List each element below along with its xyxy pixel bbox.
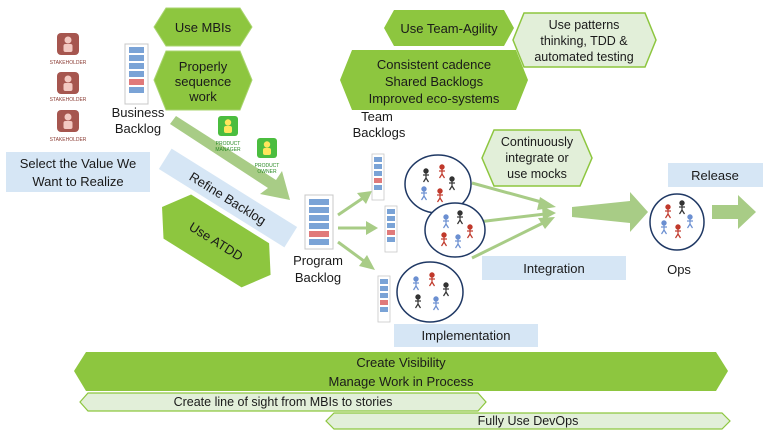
arrow-team1-to-integration	[471, 181, 546, 205]
svg-text:OWNER: OWNER	[257, 169, 277, 175]
team-backlog-stack-3	[377, 275, 391, 323]
svg-text:Properly: Properly	[179, 59, 228, 74]
svg-text:Consistent cadence: Consistent cadence	[377, 57, 491, 72]
svg-text:Fully Use DevOps: Fully Use DevOps	[478, 414, 579, 428]
svg-text:Select the Value We: Select the Value We	[20, 156, 137, 171]
svg-text:Use patterns: Use patterns	[549, 18, 620, 32]
svg-text:MANAGER: MANAGER	[215, 147, 241, 153]
svg-text:Backlogs: Backlogs	[353, 125, 406, 140]
svg-text:Release: Release	[691, 168, 739, 183]
program-backlog-stack	[304, 194, 334, 250]
team-backlog-stack-1	[371, 153, 385, 201]
arrow-program-to-team3	[337, 240, 369, 266]
stakeholder-icon	[57, 110, 79, 132]
svg-text:STAKEHOLDER: STAKEHOLDER	[50, 137, 87, 143]
team-backlog-stack-2	[384, 205, 398, 253]
svg-text:Business: Business	[112, 105, 165, 120]
svg-text:thinking, TDD &: thinking, TDD &	[540, 34, 628, 48]
svg-text:Improved eco-systems: Improved eco-systems	[369, 91, 500, 106]
svg-text:Use Team-Agility: Use Team-Agility	[400, 21, 498, 36]
arrow-integration-to-ops	[572, 192, 648, 232]
svg-text:Implementation: Implementation	[422, 328, 511, 343]
properly-sequence-work-shape: Properly sequence work	[153, 50, 253, 111]
team-backlogs-label: Team Backlogs	[353, 109, 406, 140]
use-atdd-shape: Use ATDD	[162, 194, 271, 288]
flow-arrows	[170, 116, 756, 270]
svg-text:automated testing: automated testing	[534, 50, 633, 64]
svg-text:Backlog: Backlog	[295, 270, 341, 285]
svg-text:Want to Realize: Want to Realize	[32, 174, 123, 189]
product-owner-icon	[257, 138, 277, 158]
line-of-sight-band: Create line of sight from MBIs to storie…	[79, 392, 487, 412]
svg-text:Create Visibility: Create Visibility	[356, 355, 446, 370]
stakeholder-3: STAKEHOLDER	[50, 110, 87, 143]
svg-text:Create line of sight from MBIs: Create line of sight from MBIs to storie…	[174, 395, 393, 409]
stakeholder-1: STAKEHOLDER	[50, 33, 87, 66]
svg-text:Integration: Integration	[523, 261, 584, 276]
arrow-team3-to-integration	[471, 220, 546, 260]
svg-text:PRODUCT: PRODUCT	[255, 163, 280, 169]
integration-box: Integration	[482, 256, 626, 280]
release-box: Release	[668, 163, 763, 187]
business-backlog-stack	[124, 43, 149, 105]
svg-text:integrate or: integrate or	[505, 151, 568, 165]
stakeholder-2: STAKEHOLDER	[50, 72, 87, 103]
svg-text:STAKEHOLDER: STAKEHOLDER	[50, 60, 87, 66]
use-patterns-shape: Use patterns thinking, TDD & automated t…	[512, 12, 657, 68]
svg-text:Shared Backlogs: Shared Backlogs	[385, 74, 484, 89]
arrow-business-to-program	[170, 116, 290, 200]
select-value-box: Select the Value We Want to Realize	[6, 152, 150, 192]
ops-team-circle	[649, 193, 705, 251]
svg-text:STAKEHOLDER: STAKEHOLDER	[50, 97, 87, 103]
svg-text:sequence: sequence	[175, 74, 231, 89]
svg-text:Program: Program	[293, 253, 343, 268]
product-manager: PRODUCT MANAGER	[215, 116, 241, 153]
use-mbis-shape: Use MBIs	[153, 7, 253, 47]
svg-text:Continuously: Continuously	[501, 135, 574, 149]
stakeholder-icon	[57, 72, 79, 94]
stakeholder-icon	[57, 33, 79, 55]
create-visibility-band: Create Visibility Manage Work in Process	[74, 352, 728, 391]
continuously-integrate-shape: Continuously integrate or use mocks	[481, 129, 593, 187]
svg-text:PRODUCT: PRODUCT	[216, 141, 241, 147]
team-2-circle	[424, 202, 486, 258]
arrow-release	[712, 195, 756, 229]
ops-label: Ops	[667, 262, 691, 277]
product-owner: PRODUCT OWNER	[255, 138, 280, 175]
fully-use-devops-band: Fully Use DevOps	[325, 412, 731, 430]
arrow-team2-to-integration	[477, 212, 546, 224]
svg-text:use mocks: use mocks	[507, 167, 567, 181]
implementation-box: Implementation	[394, 324, 538, 347]
svg-text:Use MBIs: Use MBIs	[175, 20, 232, 35]
svg-text:Backlog: Backlog	[115, 121, 161, 136]
svg-text:Manage Work in Process: Manage Work in Process	[329, 374, 474, 389]
arrow-program-to-team1	[337, 194, 367, 217]
svg-text:work: work	[188, 89, 217, 104]
team-3-circle	[396, 261, 464, 323]
program-backlog-label: Program Backlog	[293, 253, 343, 285]
product-manager-icon	[218, 116, 238, 136]
cadence-backlogs-ecosystems-shape: Consistent cadence Shared Backlogs Impro…	[340, 50, 528, 110]
svg-text:Team: Team	[361, 109, 393, 124]
business-backlog-label: Business Backlog	[112, 105, 165, 136]
use-team-agility-shape: Use Team-Agility	[384, 10, 514, 46]
